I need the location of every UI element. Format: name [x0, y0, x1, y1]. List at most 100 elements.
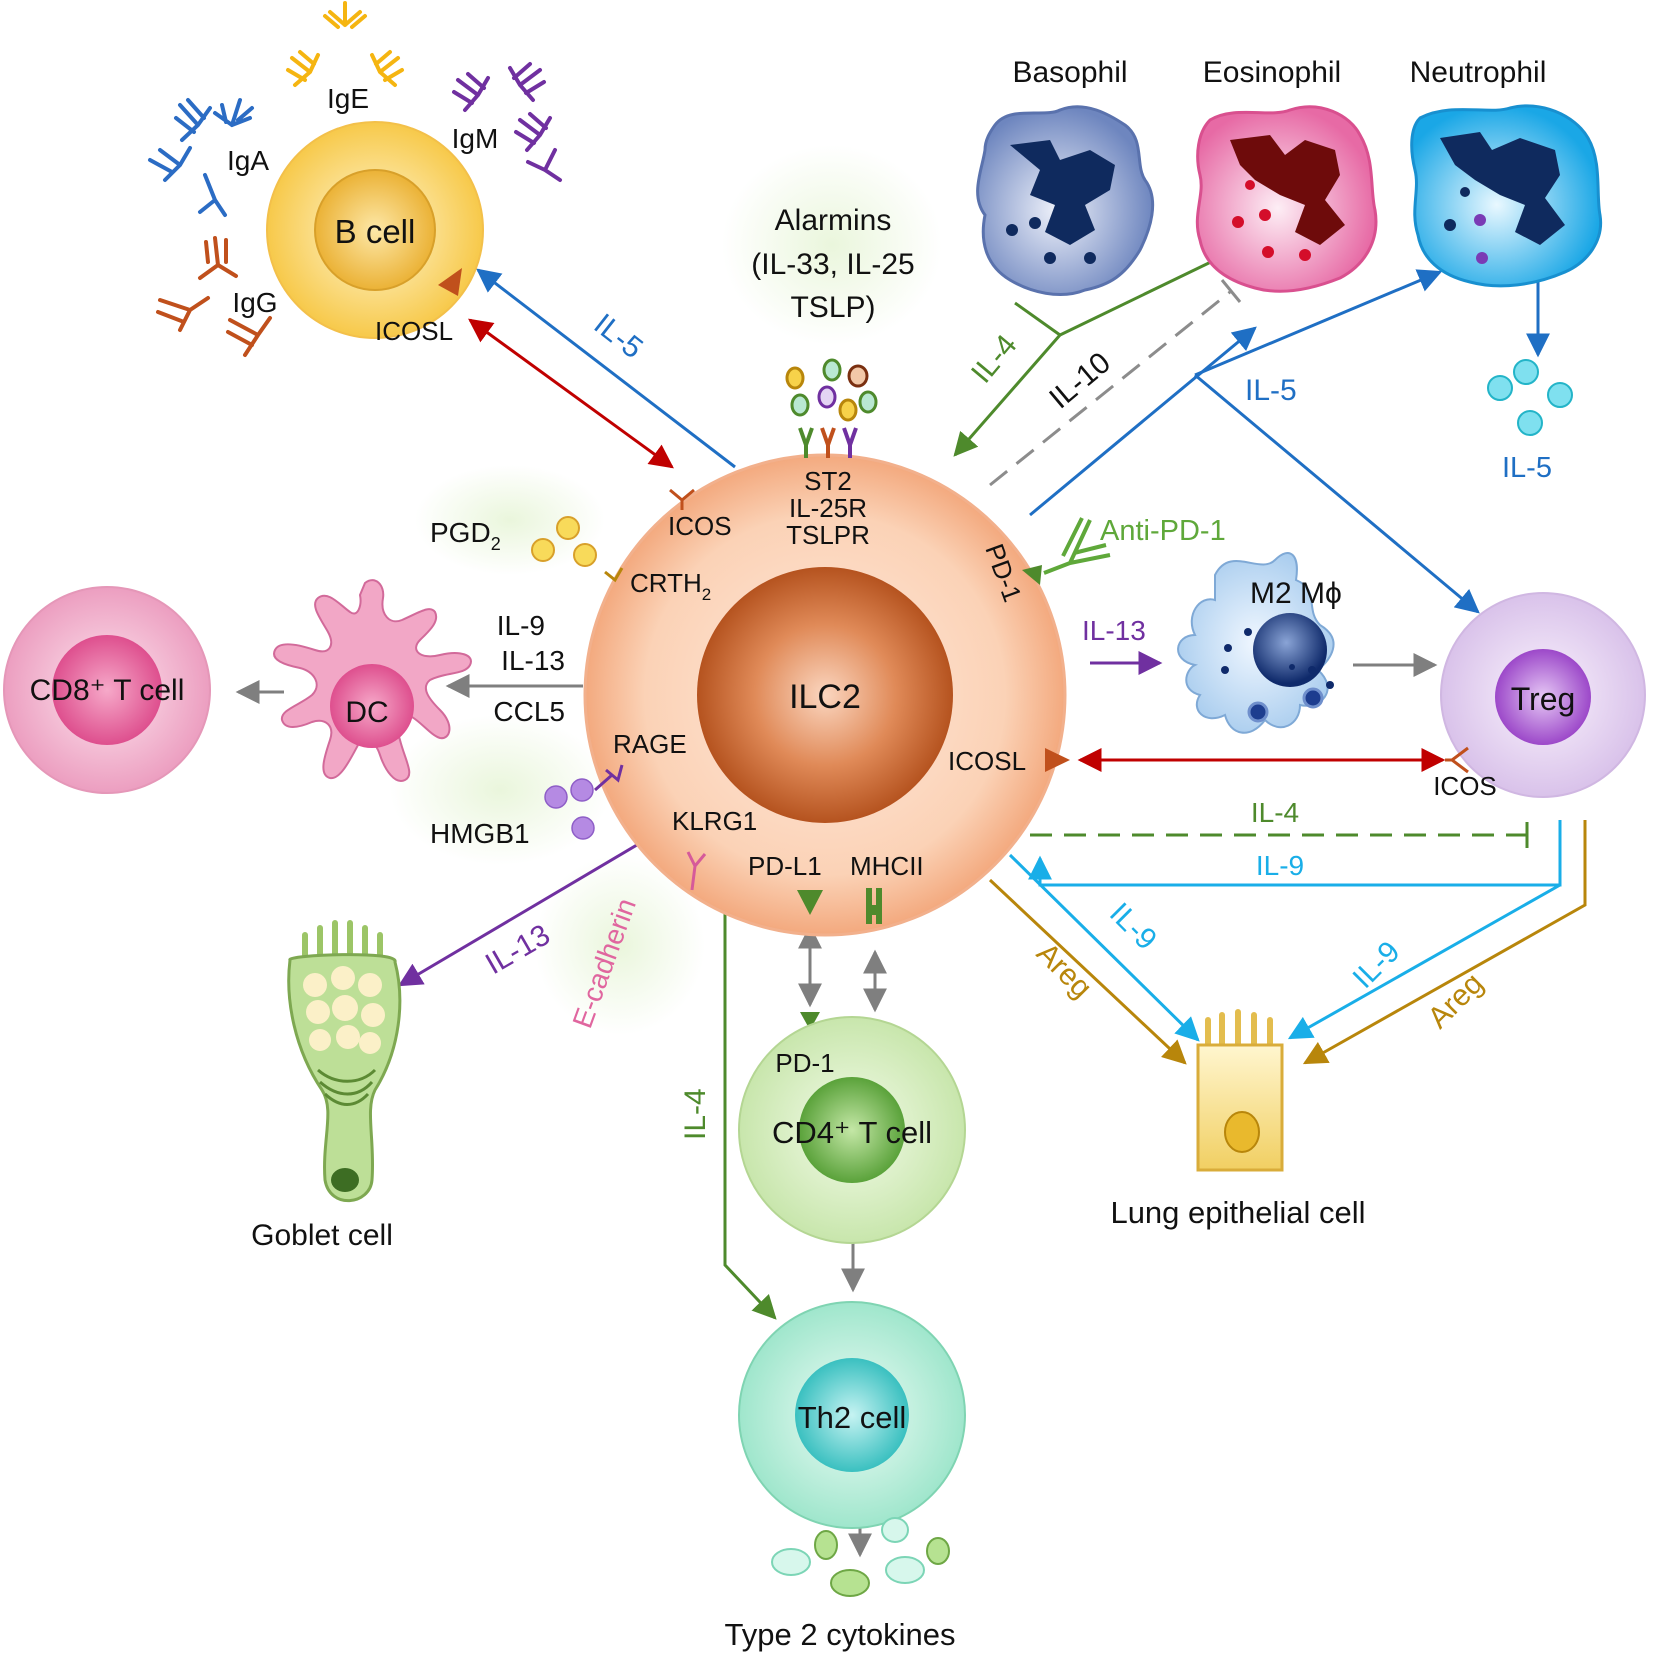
eosinophil-granules: [1232, 180, 1311, 261]
pd1-cd4-marker: [800, 1012, 820, 1030]
neutrophil-granules: [1444, 187, 1488, 264]
il10-inhibition-bar: [1220, 279, 1242, 303]
il10-label: IL-10: [1043, 346, 1117, 415]
alarmin-molecules-icon: [785, 358, 878, 422]
il5-neutrophil-label: IL-5: [1502, 452, 1552, 484]
il4-from-granulocytes-arrow: [953, 334, 1062, 457]
crth2-subscript: 2: [702, 585, 711, 604]
pgd2-text: PGD: [430, 517, 491, 548]
pgd2-molecules-icon: [531, 516, 597, 567]
goblet-microvilli: [302, 920, 383, 958]
il5-bcell-label: IL-5: [588, 308, 649, 366]
ige-label: IgE: [327, 83, 369, 114]
iga-antibody-icon: [148, 98, 254, 217]
m2-macrophage-label: M2 Mϕ: [1250, 577, 1342, 610]
pgd2-glow: [415, 465, 605, 575]
pgd2-subscript: 2: [491, 534, 501, 554]
areg-label-2: Areg: [1422, 967, 1490, 1035]
type2-cytokines-label: Type 2 cytokines: [725, 1617, 956, 1652]
il9-lung-label-2: IL-9: [1347, 935, 1407, 995]
il13-dc-label: IL-13: [501, 645, 565, 676]
th2-cell-label: Th2 cell: [798, 1400, 907, 1435]
alarmins-tslp-label: TSLP): [790, 291, 875, 324]
areg-treg-to-lung-arrow: [1302, 820, 1587, 1065]
iga-label: IgA: [227, 145, 269, 176]
m2-macrophage-nucleus: [1253, 613, 1327, 687]
klrg1-label: KLRG1: [672, 806, 757, 836]
mhcii-marker: [866, 888, 882, 924]
alarmins-glow: [722, 145, 942, 345]
cd4-t-cell-label: CD4⁺ T cell: [772, 1115, 932, 1150]
eosinophil-cell: [1195, 105, 1378, 293]
icosl-b-marker: [438, 268, 462, 296]
m2-vesicle-icon: [1247, 701, 1269, 723]
il13-to-goblet-arrow: [397, 840, 643, 987]
il9-treg-label: IL-9: [1256, 850, 1304, 881]
cd8-t-cell-label: CD8⁺ T cell: [30, 674, 185, 707]
il9-treg-to-ilc2-arrow: [1028, 820, 1562, 887]
ecadherin-glow: [535, 855, 705, 1035]
igm-label: IgM: [452, 123, 499, 154]
igm-antibody-icon: [452, 62, 562, 182]
cd8-t-cell-nucleus: [52, 635, 162, 745]
m2-macrophage-granules: [1221, 628, 1334, 689]
il5-to-neutrophil-arrow: [1194, 269, 1443, 377]
pd1-cd4-label: PD-1: [775, 1048, 834, 1078]
type2-cytokines-icon: [771, 1517, 950, 1597]
ilc2-nucleus: [697, 567, 953, 823]
alarmins-list-label: (IL-33, IL-25: [751, 248, 914, 281]
ilc2-label: ILC2: [789, 678, 861, 716]
il4-eosinophil-branch: [1059, 258, 1216, 337]
cd4-t-cell-nucleus: [799, 1077, 905, 1183]
crth2-text: CRTH: [630, 568, 702, 598]
il25r-label: IL-25R: [789, 493, 867, 523]
il5-to-eosinophil-arrow: [1029, 326, 1257, 517]
basophil-granules: [1006, 217, 1096, 264]
st2-label: ST2: [804, 466, 852, 496]
areg-label-1: Areg: [1030, 937, 1098, 1005]
ige-antibody-icon: [286, 1, 404, 87]
neutrophil-nucleus: [1440, 132, 1565, 245]
igg-antibody-icon: [156, 236, 272, 357]
anti-pd1-label: Anti-PD-1: [1100, 515, 1226, 547]
crth2-receptor-icon: [604, 567, 624, 583]
treg-nucleus: [1495, 649, 1591, 745]
il5-to-bcell-arrow: [476, 268, 736, 469]
pdl1-label: PD-L1: [748, 851, 822, 881]
il9-dc-label: IL-9: [497, 610, 545, 641]
il5-treg-route-label: IL-5: [1245, 374, 1297, 407]
il4-th2-label: IL-4: [679, 1088, 712, 1140]
dc-label: DC: [345, 696, 388, 729]
ecadherin-receptor-icon: [686, 851, 707, 891]
icos-receptor-icon: [669, 488, 695, 510]
pdl1-marker: [797, 890, 823, 915]
crth2-label: CRTH2: [630, 568, 711, 604]
goblet-mucus-granules: [303, 966, 385, 1054]
icos-label: ICOS: [668, 511, 732, 541]
il9-ilc2-to-lung-arrow: [1008, 853, 1200, 1042]
basophil-nucleus: [1010, 140, 1115, 245]
il5-to-treg-arrow: [1194, 373, 1480, 614]
alarmins-label: Alarmins: [775, 204, 892, 237]
neutrophil-label: Neutrophil: [1410, 56, 1547, 89]
rage-receptor-icon: [594, 764, 624, 792]
goblet-cell-label: Goblet cell: [251, 1219, 393, 1252]
il9-lung-label-1: IL-9: [1103, 897, 1163, 957]
th2-cell-nucleus: [795, 1358, 909, 1472]
ccl5-label: CCL5: [493, 696, 565, 727]
il13-m2-label: IL-13: [1082, 615, 1146, 646]
b-cell-label: B cell: [335, 213, 416, 250]
treg-label: Treg: [1511, 681, 1576, 717]
icos-treg-receptor-icon: [1445, 746, 1469, 774]
hmgb1-molecules-icon: [544, 778, 595, 840]
mhcii-label: MHCII: [850, 851, 924, 881]
lung-epithelial-nucleus: [1224, 1111, 1260, 1153]
icosl-b-label: ICOSL: [375, 316, 453, 346]
il5-droplets-icon: [1487, 359, 1573, 436]
pgd2-label: PGD2: [430, 517, 501, 554]
pd1-receptor-icon: [1022, 565, 1042, 585]
il4-basophil-branch: [1014, 301, 1061, 337]
anti-pd1-antibody-icon: [1043, 517, 1111, 575]
